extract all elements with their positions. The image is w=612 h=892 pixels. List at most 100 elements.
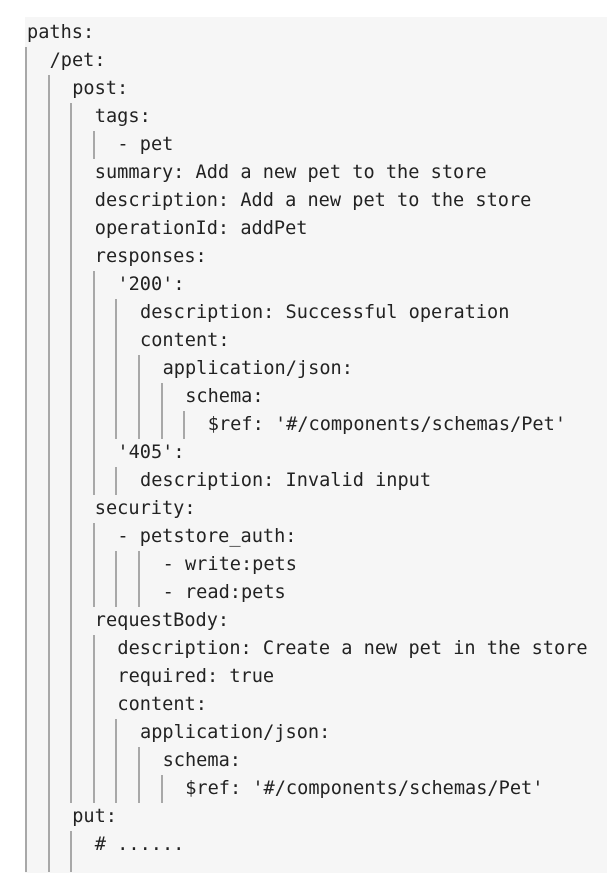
indent-guide [115,411,118,439]
code-line-text: $ref: '#/components/schemas/Pet' [185,778,544,799]
indent-guide [138,355,140,383]
indent-guide [115,719,118,747]
indent-guide [25,719,27,747]
code-line-text: required: true [117,666,275,687]
indent-guide [70,663,73,691]
indent-guide [70,635,73,663]
indent-guide [47,383,50,411]
code-line-text: '200': [117,274,185,295]
indent-guide [25,271,27,299]
indent-guide [92,719,95,747]
indent-guide [47,747,50,775]
indent-guide [115,383,118,411]
indent-guide [25,47,27,75]
indent-guide [25,579,27,607]
indent-guide [70,215,73,243]
indent-guide [25,691,27,719]
indent-guide [70,299,73,327]
code-line-text: - write:pets [162,554,297,575]
indent-guide [70,271,73,299]
indent-guide [92,663,95,691]
indent-guide [70,719,73,747]
indent-guide [70,747,73,775]
code-line-text: - pet [117,134,174,155]
code-line-text: application/json: [162,358,353,379]
indent-guide [25,803,27,831]
indent-guide [25,831,27,859]
indent-guide [115,775,118,803]
indent-guide [92,635,95,663]
code-line-text: requestBody: [94,610,230,631]
indent-guide [47,775,50,803]
indent-guide [70,775,73,803]
indent-guide [47,467,50,495]
indent-guide [70,383,73,411]
indent-guide [25,299,27,327]
indent-guide [115,467,118,495]
indent-guide [138,551,140,579]
indent-guide [25,467,27,495]
code-line-text: description: Add a new pet to the store [94,190,532,211]
indent-guide [92,299,95,327]
code-line-text: description: Invalid input [140,470,432,491]
indent-guide [92,355,95,383]
indent-guide [25,859,27,872]
indent-guide [25,411,27,439]
indent-guide [160,775,163,803]
code-line-text: description: Create a new pet in the sto… [117,638,588,659]
indent-guide [25,663,27,691]
indent-guide [70,355,73,383]
indent-guide [47,355,50,383]
indent-guide [25,159,27,187]
indent-guide [25,551,27,579]
indent-guide [70,411,73,439]
indent-guide [70,243,73,271]
indent-guide [47,635,50,663]
code-line-text: operationId: addPet [94,218,308,239]
indent-guide [47,523,50,551]
indent-guide [47,271,50,299]
indent-guide [138,579,140,607]
indent-guide [70,495,73,523]
indent-guide [47,215,50,243]
indent-guide [70,523,73,551]
indent-guide [25,747,27,775]
indent-guide [92,271,95,299]
code-line-text: tags: [94,106,151,127]
code-line-text: schema: [185,386,264,407]
indent-guide [92,523,95,551]
code-line-text: put: [72,806,117,827]
indent-guide [47,859,50,872]
indent-guide [92,439,95,467]
indent-guide [25,383,27,411]
indent-guide [160,383,163,411]
indent-guide [92,551,95,579]
code-line-text: - read:pets [162,582,286,603]
indent-guide [70,327,73,355]
indent-guide [70,439,73,467]
code-line-text: $ref: '#/components/schemas/Pet' [207,414,567,435]
indent-guide [70,579,73,607]
indent-guide [115,579,118,607]
code-line-text: content: [117,694,207,715]
indent-guide [92,411,95,439]
indent-guide [70,607,73,635]
indent-guide [92,691,95,719]
code-block-background [25,17,607,873]
indent-guide [47,411,50,439]
indent-guide [47,691,50,719]
indent-guide [70,467,73,495]
code-line-text: post: [72,78,129,99]
indent-guide [47,719,50,747]
indent-guide [70,131,73,159]
indent-guide [47,439,50,467]
indent-guide [47,663,50,691]
indent-guide [47,159,50,187]
indent-guide [25,103,27,131]
indent-guide [183,411,186,439]
indent-guide [92,467,95,495]
indent-guide [70,859,73,872]
indent-guide [92,747,95,775]
indent-guide [25,131,27,159]
indent-guide [70,103,73,131]
